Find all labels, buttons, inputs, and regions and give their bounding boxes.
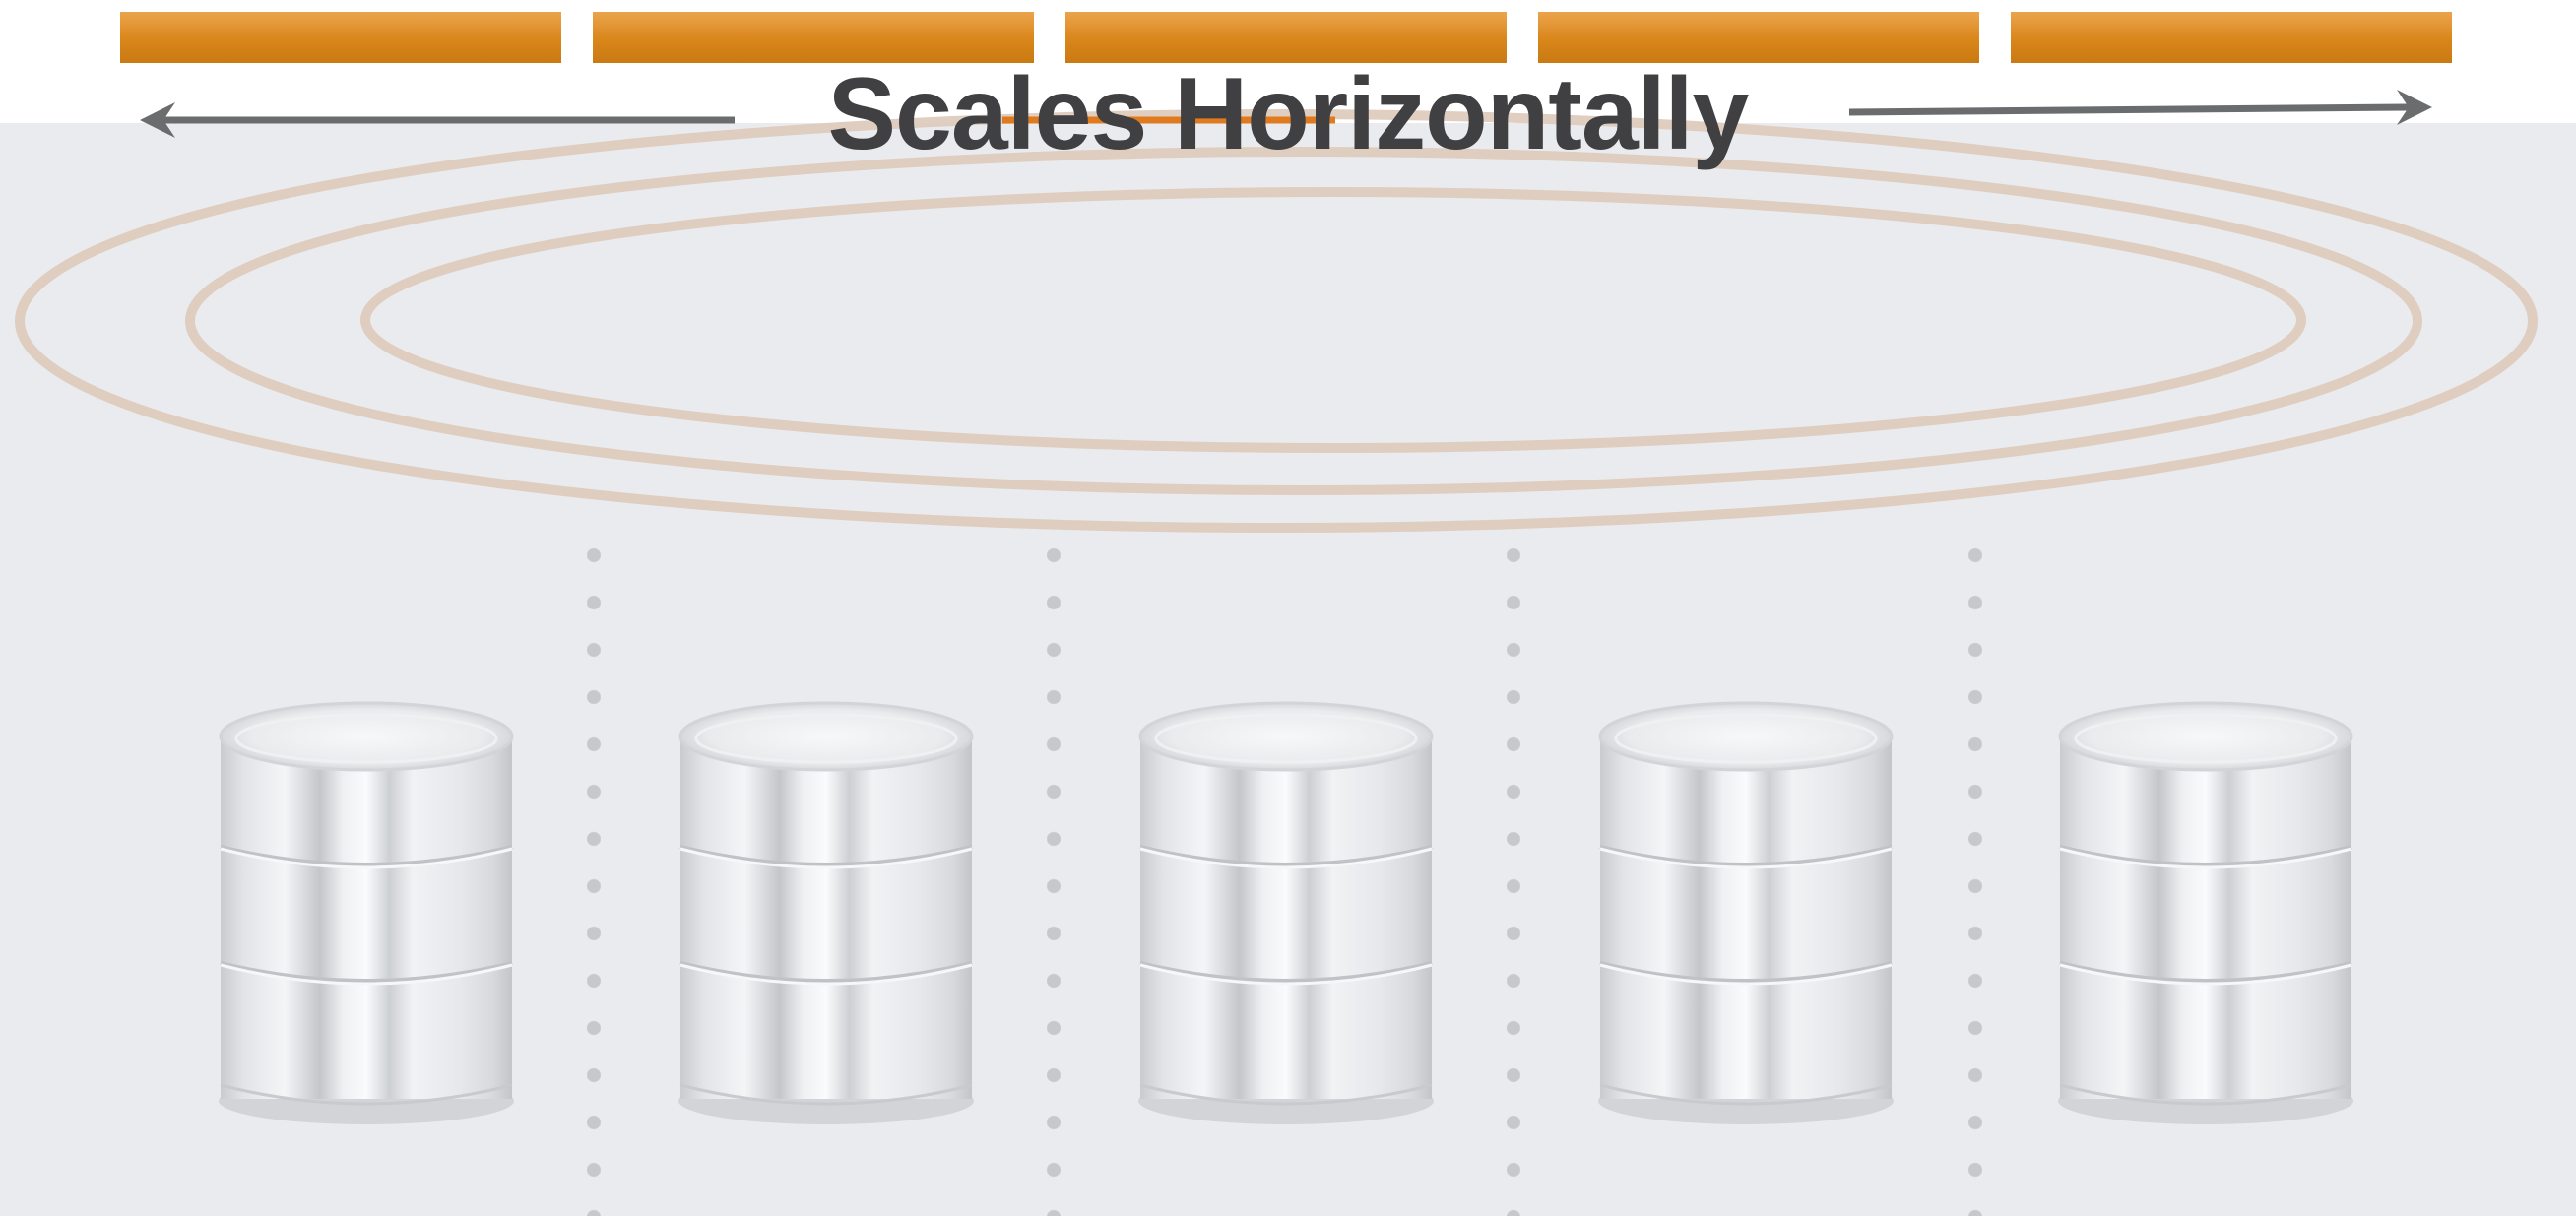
database-cylinder-icon [1138, 701, 1434, 1126]
shard-bar [120, 12, 561, 63]
shard-bar [1538, 12, 1979, 63]
database-cylinder-icon [219, 701, 514, 1126]
shard-bar [1065, 12, 1507, 63]
ring-outer [15, 109, 2538, 533]
ring-middle [185, 147, 2422, 495]
ring-inner [360, 187, 2306, 453]
diagram-title: Scales Horizontally [827, 57, 1750, 171]
arrow-right-icon [1848, 90, 2432, 125]
database-cylinder-icon [1598, 701, 1894, 1126]
shard-divider [587, 532, 601, 1216]
shard-divider [1507, 532, 1520, 1216]
shard-bar [2011, 12, 2452, 63]
arrow-left-icon [140, 102, 735, 138]
database-cylinder-icon [678, 701, 974, 1126]
database-cylinder-icon [2058, 701, 2353, 1126]
shard-bar [593, 12, 1034, 63]
shard-divider [1047, 532, 1061, 1216]
shard-divider [1968, 532, 1982, 1216]
